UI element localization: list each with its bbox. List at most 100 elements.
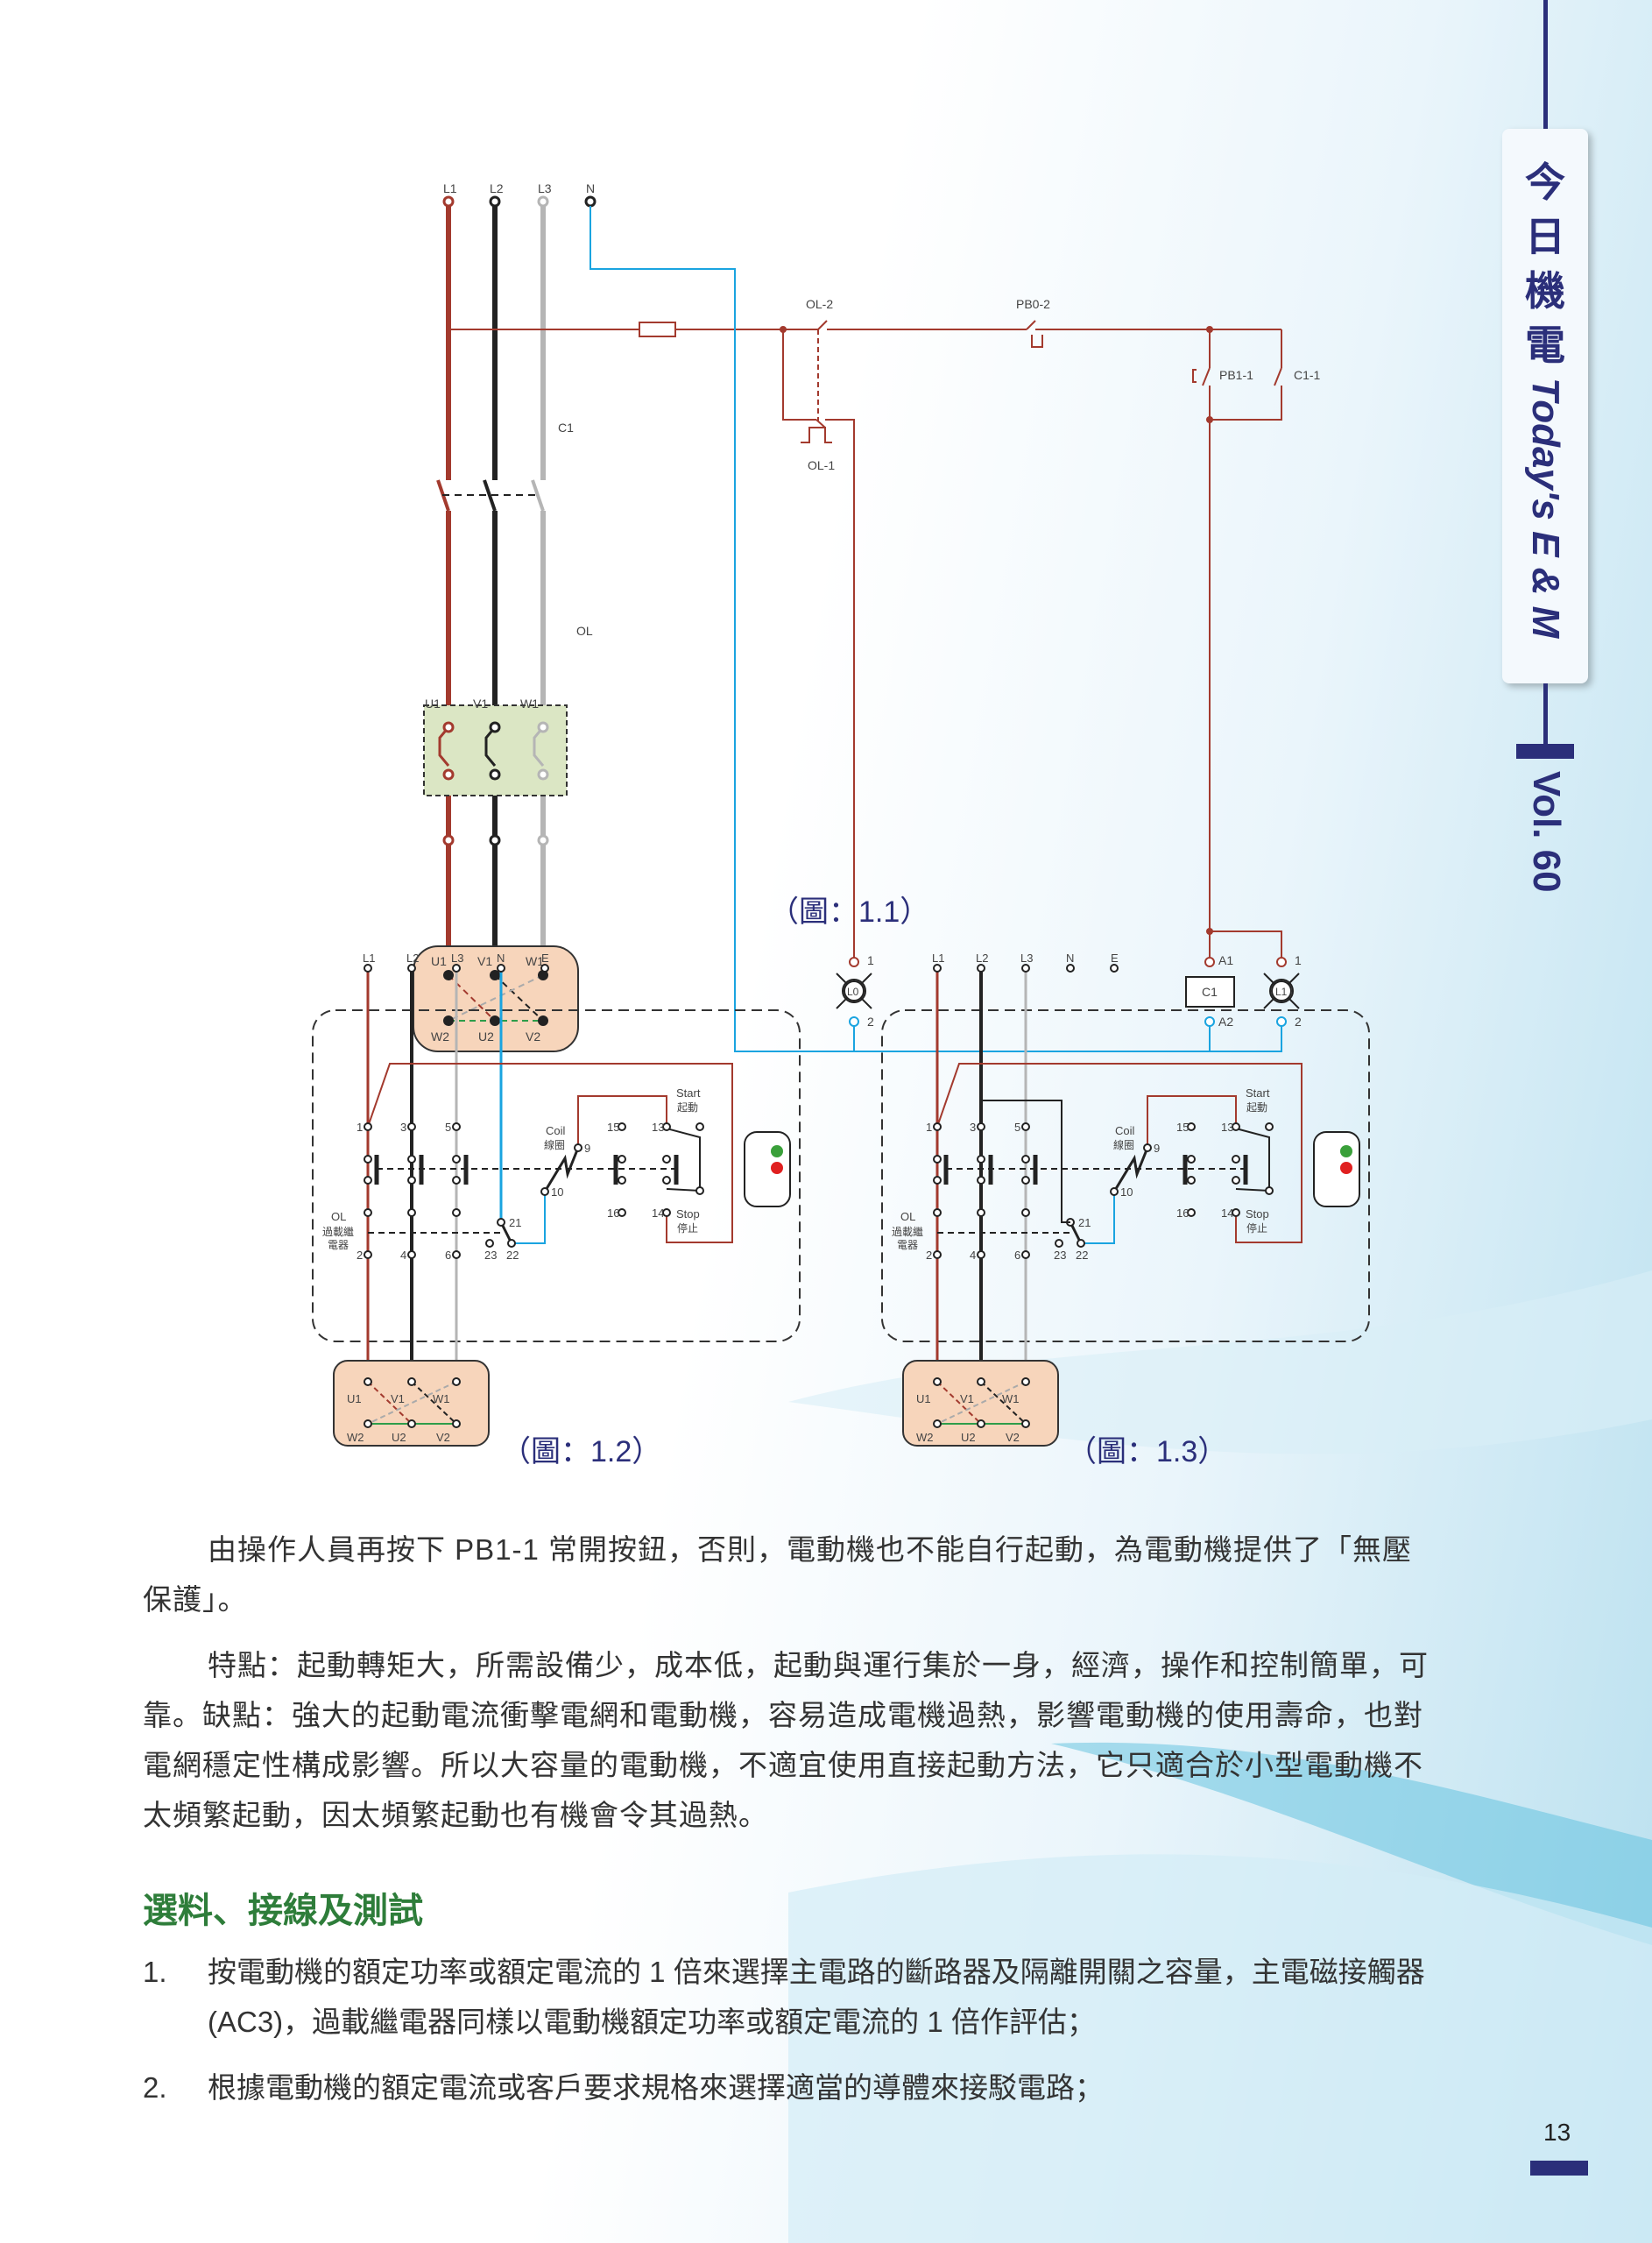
sidebar-line (1543, 683, 1548, 745)
terminal-label: 13 (1221, 1121, 1233, 1134)
ol-label-cjk: 電器 (328, 1239, 349, 1251)
line-label: L1 (443, 181, 457, 195)
terminal-label: 22 (1076, 1249, 1088, 1262)
page-number: 13 (1543, 2119, 1571, 2146)
terminal-label: 9 (1154, 1142, 1160, 1155)
motor-terminal-label: U1 (347, 1392, 362, 1405)
figure-1-1-diagram: L1 L2 L3 N C1 OL U1 V1 W1 U1 V1 W1 W2 U2… (312, 181, 1370, 1468)
figure-1-3-diagram: L1 L2 L3 N E 1 3 5 2 4 6 OL 過載繼 電器 Coil … (881, 952, 1370, 1447)
terminal-label: 5 (445, 1121, 451, 1134)
ol-label-cjk: 過載繼 (892, 1226, 923, 1238)
terminal-label: A2 (1218, 1015, 1233, 1029)
line-label: L3 (538, 181, 552, 195)
motor-terminal-label: W1 (433, 1392, 450, 1405)
motor-terminal-label: U2 (478, 1030, 494, 1044)
terminal-label: 9 (584, 1142, 590, 1155)
title-char: 日 (1525, 214, 1565, 259)
start-label: Start (676, 1086, 701, 1100)
volume-label: Vol. 60 (1525, 771, 1568, 893)
ol1-label: OL-1 (808, 458, 835, 472)
figure-caption: （圖：1.2） (501, 1435, 661, 1468)
terminal-label: 15 (1176, 1121, 1189, 1134)
line-label: E (1111, 952, 1119, 965)
terminal-label: 10 (1120, 1185, 1133, 1199)
ol2-label: OL-2 (806, 297, 833, 311)
section-heading: 選料、接線及測試 (143, 1892, 423, 1930)
terminal-label: 2 (926, 1249, 932, 1262)
line-label: L2 (406, 952, 419, 965)
terminal-label: V1 (473, 697, 488, 711)
terminal-label: 5 (1014, 1121, 1020, 1134)
line-label: N (497, 952, 505, 965)
paragraph: 由操作人員再按下 PB1-1 常開按鈕，否則，電動機也不能自行起動，為電動機提供… (143, 1533, 1413, 1616)
ol-label: OL (331, 1210, 346, 1223)
motor-terminal-label: W2 (916, 1431, 934, 1444)
stop-label: Stop (1246, 1207, 1269, 1221)
motor-terminal-label: U2 (392, 1431, 406, 1444)
green-indicator-icon (1340, 1145, 1352, 1157)
pb0-label: PB0-2 (1016, 297, 1050, 311)
terminal-label: 10 (551, 1185, 563, 1199)
motor-terminal-label: W1 (526, 954, 544, 968)
line-label: L1 (932, 952, 944, 965)
coil-label: Coil (546, 1124, 566, 1137)
terminal-label: W1 (520, 697, 539, 711)
list-number: 1. (143, 1956, 167, 1988)
terminal-label: 23 (1054, 1249, 1066, 1262)
motor-terminal-label: V2 (1006, 1431, 1020, 1444)
line-label: N (586, 181, 595, 195)
contactor-label: C1 (558, 421, 574, 435)
red-indicator-icon (1340, 1162, 1352, 1174)
list-number: 2. (143, 2071, 167, 2104)
line-label: L3 (451, 952, 463, 965)
terminal-label: 13 (652, 1121, 664, 1134)
terminal-label: 2 (1295, 1015, 1302, 1029)
terminal-label: 6 (445, 1249, 451, 1262)
green-indicator-icon (771, 1145, 783, 1157)
ol-label-cjk: 過載繼 (322, 1226, 354, 1238)
coil-label: C1 (1202, 985, 1218, 999)
terminal-label: 15 (607, 1121, 619, 1134)
line-label: E (541, 952, 549, 965)
terminal-label: 16 (607, 1206, 619, 1220)
red-indicator-icon (771, 1162, 783, 1174)
motor-terminal-label: W2 (431, 1030, 449, 1044)
motor-terminal-label: V1 (391, 1392, 405, 1405)
list-item: 2. 根據電動機的額定電流或客戶要求規格來選擇適當的導體來接駁電路； (143, 2063, 1439, 2112)
terminal-label: 2 (867, 1015, 874, 1029)
motor-terminal-label: W1 (1002, 1392, 1020, 1405)
line-label: L2 (490, 181, 504, 195)
motor-terminal-label: V2 (526, 1030, 540, 1044)
start-label-cjk: 起動 (1246, 1101, 1267, 1114)
sidebar-bar (1516, 744, 1574, 759)
start-label-cjk: 起動 (677, 1101, 698, 1114)
motor-terminal-label: U1 (916, 1392, 931, 1405)
terminal-label: U1 (425, 697, 441, 711)
overload-label: OL (576, 624, 593, 638)
list-text: 按電動機的額定功率或額定電流的 1 倍來選擇主電路的斷路器及隔離開關之容量，主電… (208, 1956, 1425, 2038)
pb1-label: PB1-1 (1219, 368, 1253, 382)
line-label: L2 (976, 952, 988, 965)
list-text: 根據電動機的額定電流或客戶要求規格來選擇適當的導體來接駁電路； (208, 2071, 1104, 2104)
stop-label-cjk: 停止 (677, 1221, 698, 1235)
c11-label: C1-1 (1294, 368, 1321, 382)
coil-label: Coil (1115, 1124, 1135, 1137)
stop-label-cjk: 停止 (1246, 1221, 1267, 1235)
terminal-label: 4 (970, 1249, 976, 1262)
terminal-label: 22 (506, 1249, 519, 1262)
line-label: L1 (363, 952, 375, 965)
terminal-label: 23 (484, 1249, 497, 1262)
sidebar-line (1543, 0, 1548, 129)
ol-label: OL (900, 1210, 915, 1223)
paragraph: 特點：起動轉矩大，所需設備少，成本低，起動與運行集於一身，經濟，操作和控制簡單，… (143, 1649, 1429, 1831)
motor-terminal-label: V1 (477, 954, 492, 968)
terminal-label: 21 (1078, 1216, 1091, 1229)
motor-terminal-label: U1 (431, 954, 447, 968)
terminal-label: 4 (400, 1249, 406, 1262)
terminal-label: 14 (1221, 1206, 1233, 1220)
title-english: Today's E & M (1524, 378, 1567, 639)
terminal-label: 1 (1295, 953, 1302, 967)
line-label: N (1066, 952, 1074, 965)
terminal-label: 1 (926, 1121, 932, 1134)
ol-label-cjk: 電器 (897, 1239, 918, 1251)
